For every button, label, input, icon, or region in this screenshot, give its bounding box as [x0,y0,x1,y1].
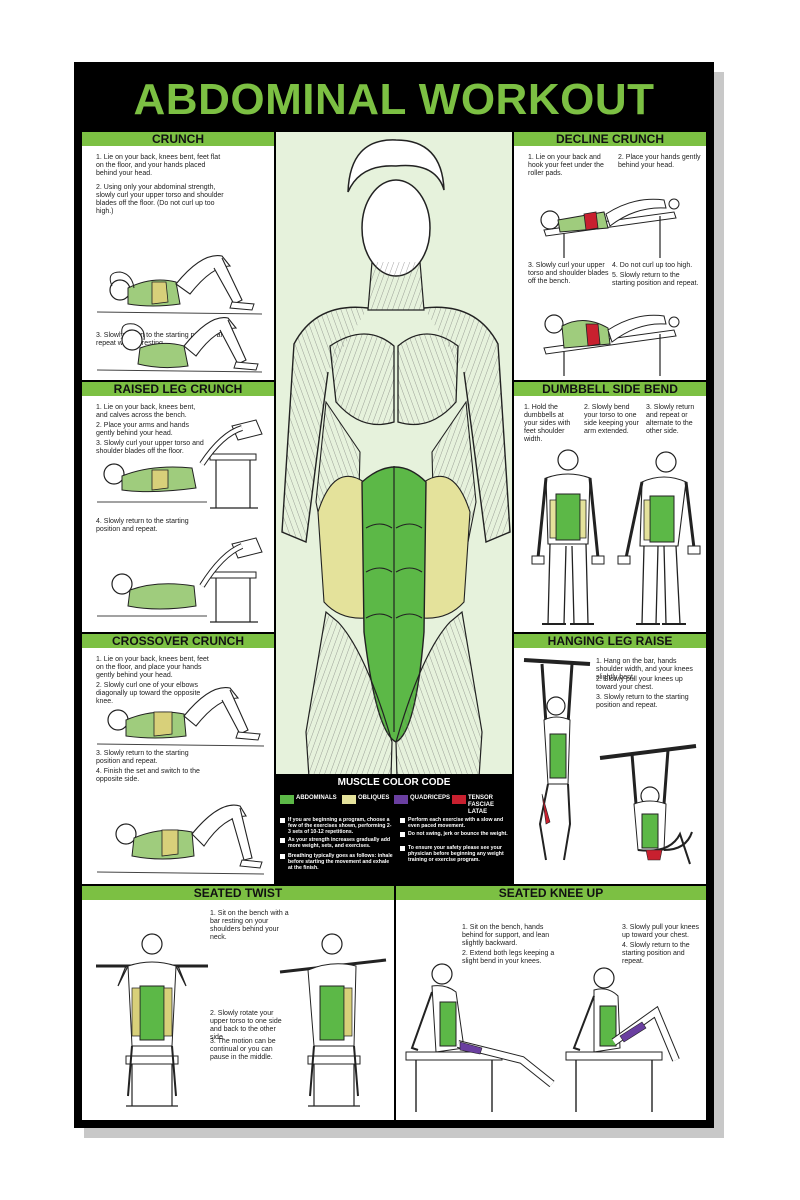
step-text: 3. Slowly return to the starting positio… [96,750,189,765]
decline-crunch-figure [543,314,680,376]
poster-title: ABDOMINAL WORKOUT [133,75,655,124]
panel-seated-twist: SEATED TWIST 1. Sit on the bench with a … [82,886,394,1120]
abdominals-label: ABDOMINALS [296,795,337,801]
crossover-crunch-figure [96,804,265,875]
step-text: 3. Slowly curl your upper torso and shou… [96,440,204,455]
muscle-code-title: MUSCLE COLOR CODE [337,777,451,788]
panel-title: DUMBBELL SIDE BEND [514,382,706,396]
tip-text: Perform each exercise with a slow and ev… [408,817,504,829]
decline-crunch-figure [540,198,680,258]
step-text: 1. Sit on the bench with a bar resting o… [210,910,289,941]
panel-title: RAISED LEG CRUNCH [82,382,274,396]
step-text: 2. Place your arms and hands gently behi… [96,422,189,437]
step-text: 3. Slowly return to the starting positio… [596,694,689,709]
tip-text: Breathing typically goes as follows: inh… [288,853,393,871]
tensor-label: TENSOR FASCIAE LATAE [468,795,495,815]
obliques-label: OBLIQUES [358,795,390,801]
tip-bullet [400,832,405,837]
step-text: 1. Lie on your back and hook your feet u… [528,154,604,177]
panel-raised-leg-crunch: RAISED LEG CRUNCH 1. Lie on your back, k… [82,382,274,632]
step-text: 2. Slowly bend your torso to one side ke… [584,404,639,435]
tip-bullet [400,846,405,851]
crunch-figure [96,317,263,373]
raised-leg-crunch-figure [97,537,263,623]
quadriceps-label: QUADRICEPS [410,795,451,801]
panel-seated-knee-up: SEATED KNEE UP 1. Sit on the bench, hand… [396,886,706,1120]
hanging-leg-raise-figure [523,658,697,865]
torso-anatomy [281,139,511,884]
step-text: 4. Do not curl up too high. [612,262,693,269]
quadriceps-swatch [394,795,408,804]
panel-title: CRUNCH [82,132,274,146]
dumbbell-side-bend-figure [617,451,701,625]
step-text: 3. Slowly pull your knees up toward your… [622,924,700,939]
step-text: 3. The motion can be continual or you ca… [210,1038,276,1061]
step-text: 2. Extend both legs keeping a slight ben… [462,950,555,965]
tip-text: As your strength increases gradually add… [288,837,391,849]
tip-bullet [280,838,285,843]
muscle-color-code: MUSCLE COLOR CODE ABDOMINALS OBLIQUES QU… [276,774,512,884]
step-text: 2. Slowly pull your knees up toward your… [596,676,683,691]
crossover-crunch-figure [96,687,265,747]
panel-hanging-leg-raise: HANGING LEG RAISE 1. Hang on the bar, ha… [514,634,706,884]
obliques-swatch [342,795,356,804]
step-text: 3. Slowly return and repeat or alternate… [646,404,695,435]
abdominals-swatch [280,795,294,804]
oblique-right [421,475,471,619]
step-text: 2. Place your hands gently behind your h… [618,154,701,169]
anatomy-illustration [276,132,512,884]
tip-text: If you are beginning a program, choose a… [288,817,392,835]
tensor-swatch [452,795,466,804]
step-text: 4. Finish the set and switch to the oppo… [96,768,200,783]
panel-title: DECLINE CRUNCH [514,132,706,146]
panel-dumbbell-side-bend: DUMBBELL SIDE BEND 1. Hold the dumbbells… [514,382,706,632]
tip-bullet [280,854,285,859]
workout-poster: ABDOMINAL WORKOUT CRUNCH 1. Lie on your … [74,62,714,1128]
seated-knee-up-figure [565,967,680,1112]
dumbbell-side-bend-figure [531,449,605,625]
seated-twist-figure [279,933,387,1107]
step-text: 4. Slowly return to the starting positio… [96,518,189,533]
step-text: 3. Slowly curl your upper torso and shou… [528,262,609,285]
tip-bullet [400,818,405,823]
panel-crunch: CRUNCH 1. Lie on your back, knees bent, … [82,132,274,380]
step-text: 4. Slowly return to the starting positio… [622,942,690,965]
seated-knee-up-figure [405,963,555,1112]
step-text: 1. Hang on the bar, hands shoulder width… [596,658,693,681]
step-text: 2. Using only your abdominal strength, s… [96,184,224,215]
step-text: 1. Sit on the bench, hands behind for su… [462,924,550,947]
panel-decline-crunch: DECLINE CRUNCH 1. Lie on your back and h… [514,132,706,380]
raised-leg-crunch-figure [97,419,263,509]
step-text: 1. Lie on your back, knees bent, feet fl… [96,154,221,177]
panel-title: HANGING LEG RAISE [514,634,706,648]
step-text: 1. Lie on your back, knees bent, feet on… [96,656,209,679]
tip-text: Do not swing, jerk or bounce the weight. [408,831,508,837]
panel-title: SEATED KNEE UP [396,886,706,900]
step-text: 2. Slowly curl one of your elbows diagon… [96,682,201,705]
step-text: 1. Hold the dumbbells at your sides with… [524,404,571,443]
panel-title: CROSSOVER CRUNCH [82,634,274,648]
seated-twist-figure [96,933,208,1107]
oblique-left [317,475,367,619]
step-text: 2. Slowly rotate your upper torso to one… [210,1010,282,1041]
panel-crossover-crunch: CROSSOVER CRUNCH 1. Lie on your back, kn… [82,634,274,884]
tip-bullet [280,818,285,823]
step-text: 1. Lie on your back, knees bent, and cal… [96,404,196,419]
crunch-figure [96,255,263,315]
tip-text: To ensure your safety please see your ph… [408,845,504,863]
panel-title: SEATED TWIST [82,886,394,900]
step-text: 5. Slowly return to the starting positio… [612,272,699,287]
